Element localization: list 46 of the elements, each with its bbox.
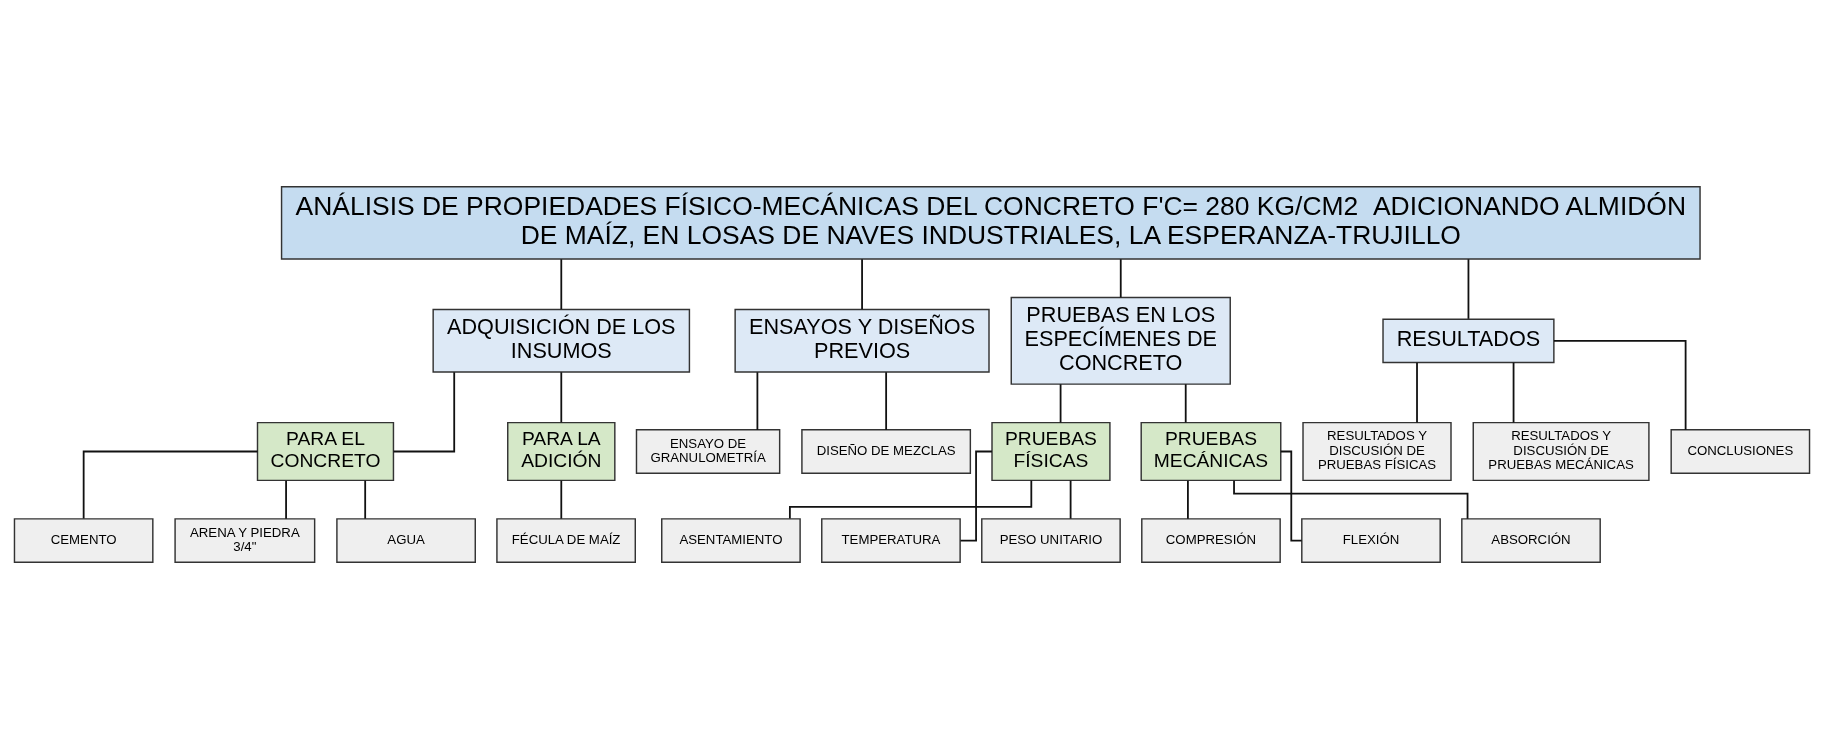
node-box: RESULTADOS — [1382, 317, 1555, 363]
node-box: CEMENTO — [13, 517, 154, 563]
node-box: PRUEBAS EN LOS ESPECÍMENES DE CONCRETO — [1010, 296, 1231, 385]
node-box: ADQUISICIÓN DE LOS INSUMOS — [432, 308, 691, 373]
node-box: ENSAYO DE GRANULOMETRÍA — [635, 428, 781, 474]
connector — [959, 450, 993, 541]
connector — [885, 370, 888, 431]
node-box: ABSORCIÓN — [1461, 517, 1601, 563]
connector — [1512, 361, 1515, 423]
node-box: COMPRESIÓN — [1141, 517, 1281, 563]
connector — [1467, 257, 1470, 320]
node-box: PARA EL CONCRETO — [256, 421, 395, 481]
connector — [1279, 450, 1303, 541]
connector — [1184, 382, 1187, 423]
connector — [861, 257, 863, 310]
connector — [560, 479, 563, 520]
connector — [1119, 257, 1122, 298]
node-box: ENSAYOS Y DISEÑOS PREVIOS — [734, 308, 990, 373]
node-box: CONCLUSIONES — [1670, 428, 1811, 474]
connector — [560, 257, 563, 310]
node-box: AGUA — [336, 517, 476, 563]
connector — [364, 479, 367, 520]
connector — [560, 370, 563, 423]
node-box: ASENTAMIENTO — [661, 517, 801, 563]
connector — [1416, 361, 1418, 423]
node-box: PRUEBAS MECÁNICAS — [1140, 421, 1282, 481]
connector — [789, 479, 1033, 519]
node-box: ANÁLISIS DE PROPIEDADES FÍSICO-MECÁNICAS DEL CONCRETO F'C= 280 KG/CM2 ADICIONANDO ALMIDÓN DE MAÍZ, EN LOSAS DE NAVES INDUSTRIALES, LA ESPERANZA-TRUJILLO — [280, 185, 1701, 260]
connector — [1069, 479, 1072, 520]
connector — [1553, 339, 1687, 431]
connector — [285, 479, 287, 520]
node-box: FÉCULA DE MAÍZ — [496, 517, 636, 563]
connector — [1059, 382, 1062, 423]
node-box: RESULTADOS Y DISCUSIÓN DE PRUEBAS FÍSICAS — [1302, 421, 1452, 481]
connector — [1187, 479, 1189, 520]
node-box: DISEÑO DE MEZCLAS — [801, 428, 972, 474]
connector — [756, 370, 759, 431]
node-box: ARENA Y PIEDRA 3/4" — [174, 517, 316, 563]
connector — [392, 370, 456, 452]
node-box: PRUEBAS FÍSICAS — [991, 421, 1111, 481]
node-box: RESULTADOS Y DISCUSIÓN DE PRUEBAS MECÁNICAS — [1472, 421, 1650, 481]
node-box: PESO UNITARIO — [981, 517, 1121, 563]
node-box: FLEXIÓN — [1301, 517, 1441, 563]
node-box: TEMPERATURA — [821, 517, 961, 563]
node-box: PARA LA ADICIÓN — [507, 421, 616, 481]
connector — [82, 450, 259, 519]
